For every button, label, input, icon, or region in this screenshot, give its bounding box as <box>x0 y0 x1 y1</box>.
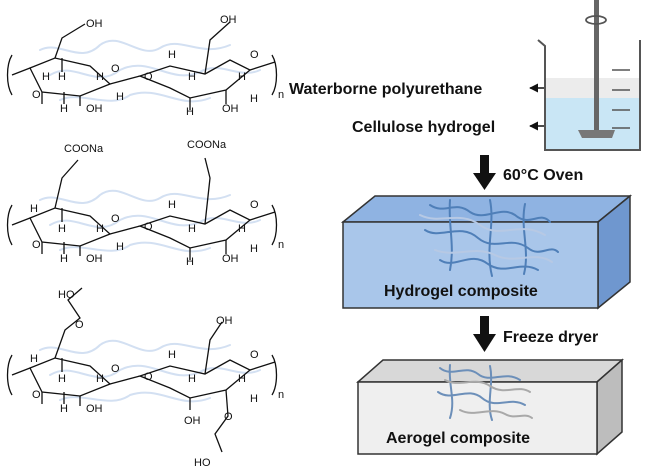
s2-h-9: H <box>238 223 246 235</box>
s3-o-1: O <box>75 319 84 331</box>
s3-o-3: O <box>111 363 120 375</box>
s2-oh-1: OH <box>86 253 103 265</box>
s2-oh-2: OH <box>222 253 239 265</box>
s3-ho-top: HO <box>58 289 75 301</box>
s1-h-3: H <box>60 103 68 115</box>
s2-coona-right: COONa <box>187 139 227 151</box>
s3-o-5: O <box>250 349 259 361</box>
s3-h-5: H <box>168 349 176 361</box>
s1-h-10: H <box>250 93 258 105</box>
s3-o-4: O <box>144 371 153 383</box>
s3-oh-right: OH <box>216 315 233 327</box>
label-60c-oven: 60°C Oven <box>503 167 583 184</box>
s1-o-2: O <box>111 63 120 75</box>
s3-h-2: H <box>58 373 66 385</box>
label-freeze-dryer: Freeze dryer <box>503 329 598 346</box>
s3-h-7: H <box>238 373 246 385</box>
s1-h-2: H <box>42 71 50 83</box>
s1-o-1: O <box>32 89 41 101</box>
label-aerogel-composite: Aerogel composite <box>386 430 530 447</box>
cellulose-structure-3: HO OH HO O O O O O O OH OH H H H H H H H… <box>6 287 284 469</box>
s2-h-1: H <box>30 203 38 215</box>
hydrogel-network <box>424 199 559 277</box>
stirrer <box>578 0 615 138</box>
s1-h-6: H <box>168 49 176 61</box>
s2-o-2: O <box>144 221 153 233</box>
s3-o-2: O <box>32 389 41 401</box>
s2-h-7: H <box>188 223 196 235</box>
hydrogel-network-light <box>419 214 553 263</box>
s1-h-5: H <box>116 91 124 103</box>
beaker <box>537 39 641 151</box>
hydrogel-block <box>340 194 633 310</box>
label-cellulose-hydrogel: Cellulose hydrogel <box>352 119 495 136</box>
process-arrow-1 <box>473 155 496 190</box>
s2-h-2: H <box>58 223 66 235</box>
s1-o-4: O <box>250 49 259 61</box>
s2-h-6: H <box>168 199 176 211</box>
s1-n: n <box>278 89 284 101</box>
s2-h-10: H <box>250 243 258 255</box>
s3-oh-2: OH <box>184 415 201 427</box>
aerogel-network <box>437 364 526 421</box>
s2-o-1: O <box>32 239 41 251</box>
label-hydrogel-composite: Hydrogel composite <box>384 283 538 300</box>
aerogel-block <box>356 358 624 456</box>
s3-h-6: H <box>188 373 196 385</box>
s1-h-7: H <box>188 71 196 83</box>
s3-oh-1: OH <box>86 403 103 415</box>
s2-h-4: H <box>96 223 104 235</box>
cellulose-structure-1: OH OH O O O O OH OH H H H H H H H H H H … <box>6 14 284 118</box>
s1-o-3: O <box>144 71 153 83</box>
cellulose-structure-2: COONa COONa O O O O OH OH H H H H H H H … <box>6 139 284 268</box>
s2-h-8: H <box>186 256 194 268</box>
s1-oh-1: OH <box>86 18 103 30</box>
process-arrow-2 <box>473 316 496 352</box>
s3-ho-bottom: HO <box>194 457 211 469</box>
s3-o-6: O <box>224 411 233 423</box>
aerogel-network-grey <box>444 379 533 419</box>
s2-h-5: H <box>116 241 124 253</box>
s2-o-3: O <box>111 213 120 225</box>
s3-n: n <box>278 389 284 401</box>
s3-h-3: H <box>60 403 68 415</box>
s1-oh-4: OH <box>222 103 239 115</box>
s1-oh-3: OH <box>86 103 103 115</box>
s3-h-4: H <box>96 373 104 385</box>
s2-o-4: O <box>250 199 259 211</box>
s1-h-8: H <box>186 106 194 118</box>
label-waterborne-polyurethane: Waterborne polyurethane <box>289 81 482 98</box>
s1-h-9: H <box>238 71 246 83</box>
s2-n: n <box>278 239 284 251</box>
s1-oh-2: OH <box>220 14 237 26</box>
s3-h-8: H <box>250 393 258 405</box>
s2-h-3: H <box>60 253 68 265</box>
s2-coona-left: COONa <box>64 143 104 155</box>
s3-h-1: H <box>30 353 38 365</box>
s1-h-4: H <box>96 71 104 83</box>
s1-h-1: H <box>58 71 66 83</box>
